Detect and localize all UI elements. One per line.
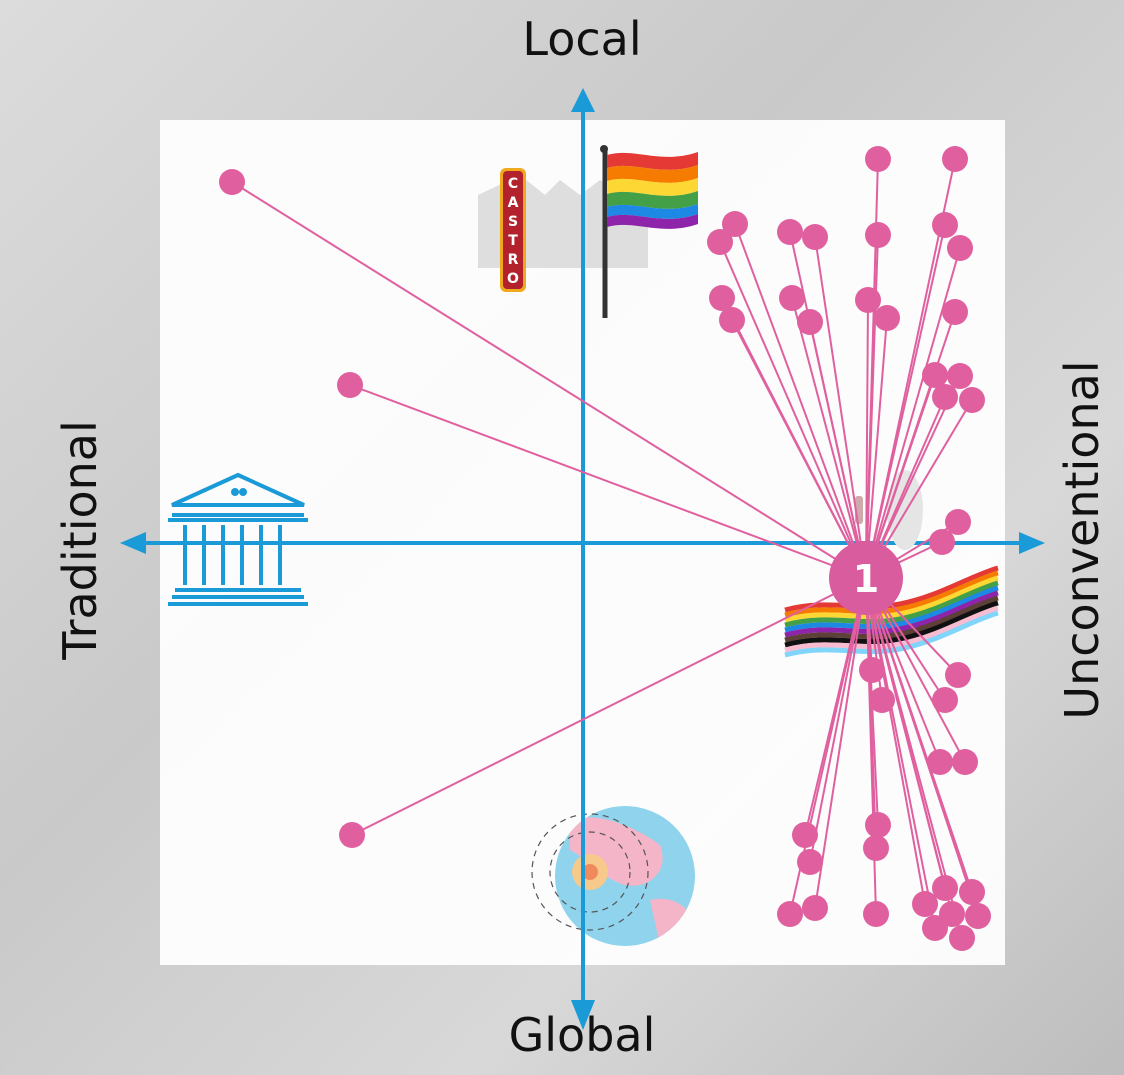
connector-line (865, 247, 961, 579)
marker-dot (869, 687, 895, 713)
connector-line (809, 577, 867, 863)
marker-dot (722, 211, 748, 237)
connector-line (814, 236, 867, 579)
marker-dot (779, 285, 805, 311)
connector-line (865, 577, 936, 929)
marker-dot (865, 222, 891, 248)
castro-sign-letter: A (508, 195, 519, 211)
marker-dot (927, 749, 953, 775)
marker-dot (859, 657, 885, 683)
axis-label-right: Unconventional (1055, 360, 1109, 720)
marker-dot (932, 687, 958, 713)
marker-dot (959, 387, 985, 413)
marker-dot (337, 372, 363, 398)
marker-dot (922, 362, 948, 388)
marker-dot (777, 901, 803, 927)
connector-lines (231, 158, 979, 939)
marker-dot (339, 822, 365, 848)
marker-dot (855, 287, 881, 313)
connector-line (791, 297, 867, 579)
connector-line (809, 321, 867, 579)
castro-sign-letter: R (508, 252, 519, 268)
marker-dot (942, 299, 968, 325)
castro-sign-letter: O (507, 271, 519, 287)
marker-dot (797, 309, 823, 335)
marker-dot (949, 925, 975, 951)
connector-line (351, 577, 867, 836)
marker-dot (802, 224, 828, 250)
courthouse-icon (168, 472, 308, 606)
hub: 1 (829, 541, 903, 615)
castro-sign-letter: C (508, 176, 518, 192)
marker-dot (959, 879, 985, 905)
marker-dot (863, 835, 889, 861)
marker-dot (797, 849, 823, 875)
pride-flag-icon (600, 145, 698, 318)
marker-dot (942, 146, 968, 172)
marker-dot (947, 235, 973, 261)
connector-line (865, 299, 869, 579)
axis-label-left: Traditional (53, 420, 107, 660)
connector-line (731, 319, 867, 579)
marker-dot (777, 219, 803, 245)
connector-line (349, 384, 867, 579)
castro-sign-letter: S (508, 214, 518, 230)
marker-dot (874, 305, 900, 331)
marker-dot (709, 285, 735, 311)
marker-dot (719, 307, 745, 333)
connector-line (865, 224, 946, 579)
marker-dot (865, 812, 891, 838)
marker-dot (219, 169, 245, 195)
connector-line (865, 317, 888, 579)
marker-dot (947, 363, 973, 389)
marker-dot (932, 384, 958, 410)
marker-dot (707, 229, 733, 255)
connector-line (734, 223, 867, 579)
marker-dot (952, 749, 978, 775)
marker-dot (945, 662, 971, 688)
marker-dot (922, 915, 948, 941)
marker-dot (929, 529, 955, 555)
marker-dot (932, 875, 958, 901)
marker-dot (932, 212, 958, 238)
marker-dot (802, 895, 828, 921)
marker-dot (863, 901, 889, 927)
markers (219, 146, 991, 951)
connector-line (865, 577, 979, 917)
globe-icon (531, 806, 695, 946)
axis-label-bottom: Global (508, 1008, 656, 1062)
hub-label: 1 (853, 557, 879, 601)
connector-line (814, 577, 867, 909)
marker-dot (945, 509, 971, 535)
pride-ribbon-icon (784, 565, 999, 658)
marker-dot (912, 891, 938, 917)
axis-label-top: Local (522, 12, 642, 66)
castro-sign-letter: T (508, 233, 518, 249)
marker-dot (792, 822, 818, 848)
marker-dot (865, 146, 891, 172)
connector-line (719, 241, 867, 579)
connector-line (231, 181, 867, 579)
marker-dot (965, 903, 991, 929)
